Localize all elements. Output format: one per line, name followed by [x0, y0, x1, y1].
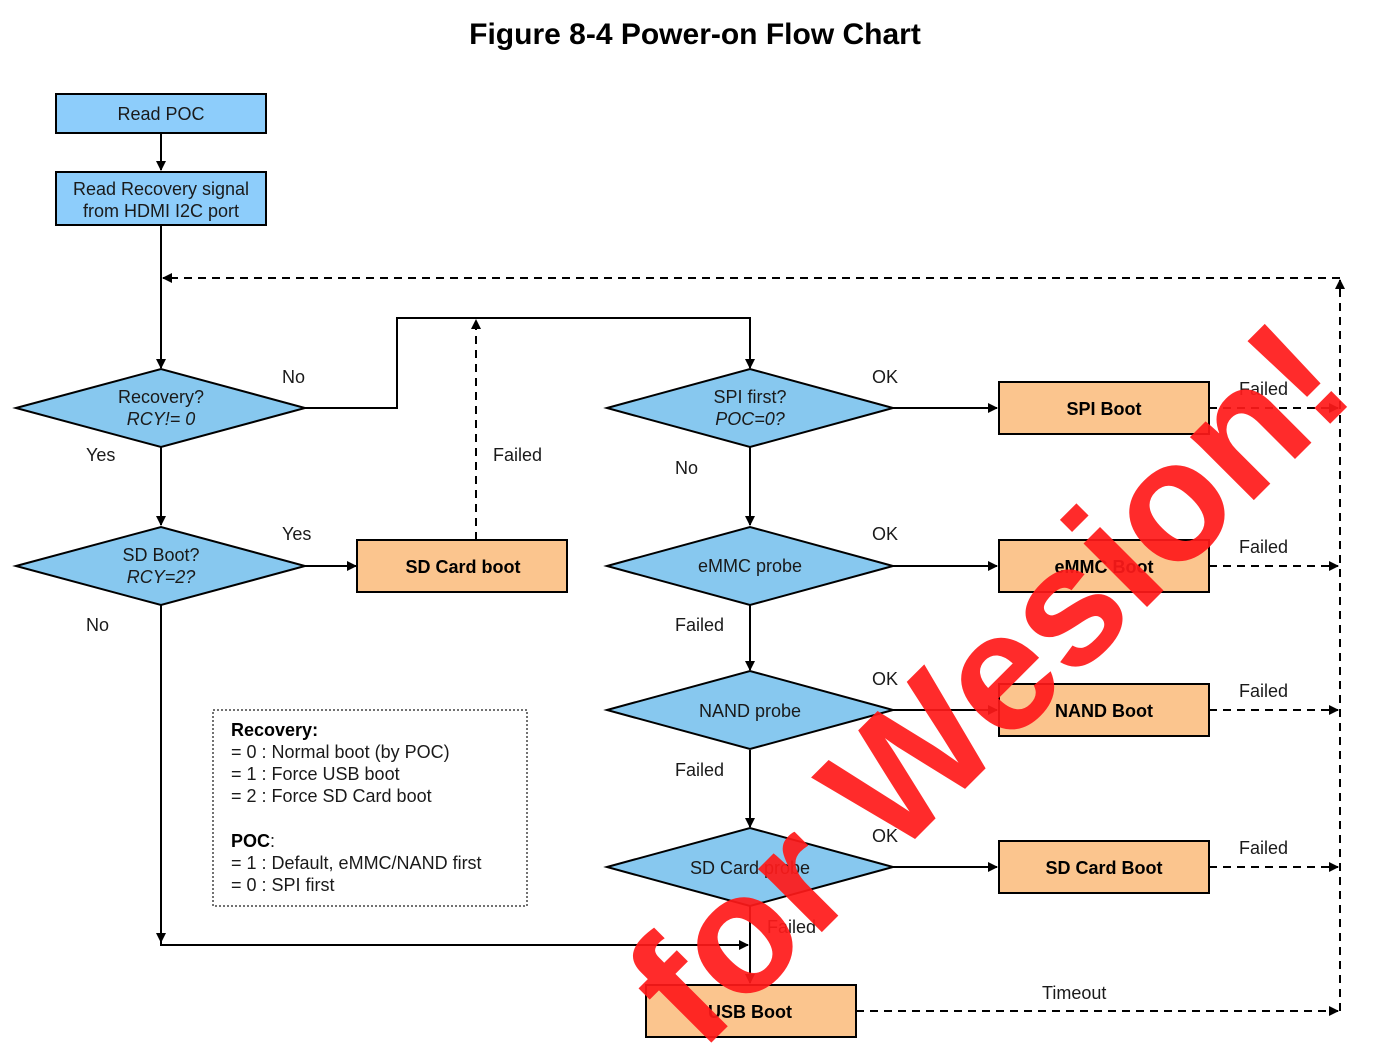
label-recovery-yes: Yes: [86, 445, 115, 465]
decision-spi-first: SPI first? POC=0?: [603, 367, 897, 449]
label-nand-failed: Failed: [675, 760, 724, 780]
boot-box-nand: NAND Boot: [998, 683, 1210, 737]
boot-box-spi: SPI Boot: [998, 381, 1210, 435]
label-nand-ok: OK: [872, 669, 898, 689]
legend-poc-heading: POC:: [231, 831, 275, 851]
solid-connectors: [156, 133, 998, 984]
read-recovery-label-line2: from HDMI I2C port: [83, 201, 239, 221]
legend-recovery-line-3: = 2 : Force SD Card boot: [231, 786, 432, 806]
label-usb-timeout: Timeout: [1042, 983, 1106, 1003]
legend-box: Recovery: = 0 : Normal boot (by POC) = 1…: [212, 709, 528, 907]
figure-title: Figure 8-4 Power-on Flow Chart: [469, 18, 921, 51]
process-box-read-recovery: Read Recovery signal from HDMI I2C port: [55, 171, 267, 226]
arrow-recovery-no: [303, 317, 755, 409]
emmc-boot-label: eMMC Boot: [1055, 557, 1154, 577]
sd-card-boot-label: SD Card boot: [406, 557, 521, 577]
recovery-q-label-line2: RCY!= 0: [127, 409, 196, 429]
decision-recovery: Recovery? RCY!= 0: [12, 367, 309, 449]
read-recovery-label-line1: Read Recovery signal: [73, 179, 249, 199]
legend-recovery-line-2: = 1 : Force USB boot: [231, 764, 400, 784]
label-sdprobe-failed: Failed: [767, 917, 816, 937]
edge-labels: No Yes Yes No Failed OK No OK Failed OK …: [86, 367, 1288, 1003]
emmc-probe-label: eMMC probe: [698, 556, 802, 576]
label-sdboot-yes: Yes: [282, 524, 311, 544]
label-sdcardboot2-failed: Failed: [1239, 838, 1288, 858]
decision-emmc-probe: eMMC probe: [603, 525, 897, 607]
process-box-read-poc: Read POC: [55, 93, 267, 134]
spi-boot-label: SPI Boot: [1067, 399, 1142, 419]
label-spi-ok: OK: [872, 367, 898, 387]
label-sdcard-failed: Failed: [493, 445, 542, 465]
recovery-q-label-line1: Recovery?: [118, 387, 204, 407]
decision-sd-card-probe: SD Card probe: [603, 826, 897, 908]
legend-recovery-heading: Recovery:: [231, 720, 318, 740]
usb-boot-label: USB Boot: [708, 1002, 792, 1022]
spi-first-label-line1: SPI first?: [713, 387, 786, 407]
boot-box-sd-card-2: SD Card Boot: [998, 840, 1210, 894]
label-spi-no: No: [675, 458, 698, 478]
label-emmcboot-failed: Failed: [1239, 537, 1288, 557]
label-sdprobe-ok: OK: [872, 826, 898, 846]
label-recovery-no: No: [282, 367, 305, 387]
label-nandboot-failed: Failed: [1239, 681, 1288, 701]
arrow-sdboot-no: [160, 605, 749, 950]
sdboot-q-label-line1: SD Boot?: [122, 545, 199, 565]
sdcard-probe-label: SD Card probe: [690, 858, 810, 878]
legend-poc-line-1: = 1 : Default, eMMC/NAND first: [231, 853, 482, 873]
label-emmc-failed: Failed: [675, 615, 724, 635]
spi-first-label-line2: POC=0?: [715, 409, 785, 429]
sdboot-q-label-line2: RCY=2?: [127, 567, 196, 587]
dashed-connectors: [162, 273, 1345, 1016]
sdcard-boot2-label: SD Card Boot: [1046, 858, 1163, 878]
boot-box-usb: USB Boot: [645, 984, 857, 1038]
legend-poc-line-2: = 0 : SPI first: [231, 875, 335, 895]
label-spiboot-failed: Failed: [1239, 379, 1288, 399]
label-sdboot-no: No: [86, 615, 109, 635]
legend-recovery-line-1: = 0 : Normal boot (by POC): [231, 742, 450, 762]
nand-probe-label: NAND probe: [699, 701, 801, 721]
label-emmc-ok: OK: [872, 524, 898, 544]
decision-sd-boot: SD Boot? RCY=2?: [12, 525, 309, 607]
boot-box-emmc: eMMC Boot: [998, 539, 1210, 593]
boot-box-sd-card: SD Card boot: [356, 539, 568, 593]
decision-nand-probe: NAND probe: [603, 669, 897, 751]
nand-boot-label: NAND Boot: [1055, 701, 1153, 721]
read-poc-label: Read POC: [117, 104, 204, 124]
